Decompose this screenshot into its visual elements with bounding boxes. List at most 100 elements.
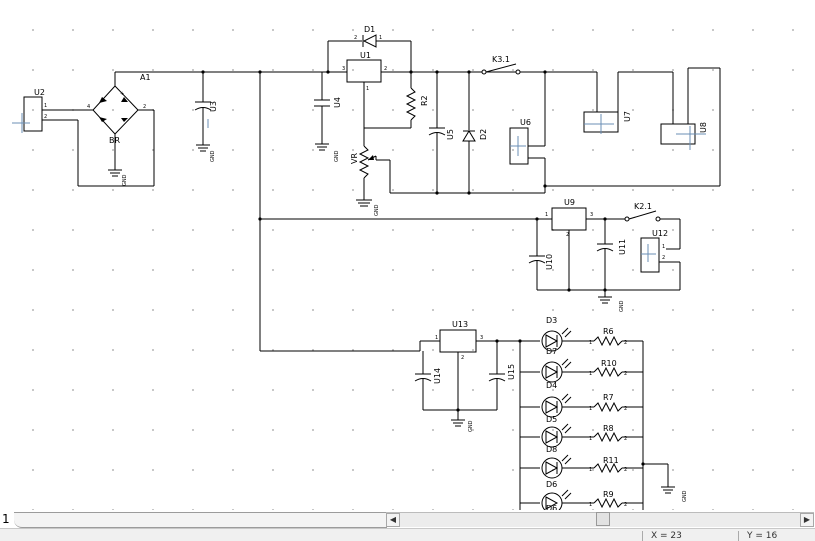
capacitor-u11[interactable]: U11: [596, 219, 627, 290]
d4-label: D4: [546, 381, 557, 390]
component-u12[interactable]: U12 1 2: [640, 229, 668, 273]
u8-label: U8: [699, 122, 708, 133]
gnd-br: GND: [122, 174, 128, 186]
d2-label: D2: [479, 129, 488, 140]
schematic-svg: U2 1 2 + 4 2 BR GND A1 U3 GND: [12, 25, 721, 510]
r6-label: R6: [603, 327, 614, 336]
u9-label: U9: [564, 198, 575, 207]
svg-text:2: 2: [354, 35, 357, 41]
u6-label: U6: [520, 118, 531, 127]
led-row-3[interactable]: R7 1 2 D5: [520, 393, 643, 424]
led-row-4[interactable]: R8 1 2 D8: [520, 423, 643, 454]
capacitor-u14[interactable]: U14: [414, 351, 442, 410]
svg-text:1: 1: [379, 35, 382, 41]
svg-text:1: 1: [366, 86, 369, 92]
u11-label: U11: [618, 239, 627, 255]
resistor-r2[interactable]: R2: [405, 72, 429, 128]
r7-label: R7: [603, 393, 614, 402]
u1-label: U1: [360, 51, 371, 60]
net-label-a1: A1: [140, 73, 151, 82]
svg-text:1: 1: [662, 244, 665, 250]
capacitor-u3[interactable]: U3: [194, 72, 218, 145]
svg-text:1: 1: [589, 467, 592, 473]
svg-text:2: 2: [566, 232, 569, 238]
d3-label: D3: [546, 316, 557, 325]
d8-label: D8: [546, 445, 557, 454]
component-u8[interactable]: U8: [660, 122, 708, 150]
u4-label: U4: [333, 97, 342, 108]
svg-text:GND: GND: [682, 490, 688, 502]
svg-text:3: 3: [590, 212, 593, 218]
r2-label: R2: [420, 95, 429, 106]
k3-1-label: K3.1: [492, 55, 510, 64]
capacitor-u5[interactable]: U5: [428, 72, 455, 193]
scrollbar-thumb[interactable]: [596, 512, 610, 526]
led-row-6[interactable]: R9 1 2 D6: [520, 489, 643, 510]
schematic-canvas[interactable]: U2 1 2 + 4 2 BR GND A1 U3 GND: [0, 0, 815, 510]
svg-text:1: 1: [589, 340, 592, 346]
regulator-u1[interactable]: U1 3 2 1: [342, 51, 387, 92]
vr-label: VR: [350, 153, 359, 164]
r9-label: R9: [603, 490, 614, 499]
diode-d1[interactable]: D1 2 1: [328, 25, 411, 48]
sheet-tab-strip: [14, 512, 387, 528]
k2-1-label: K2.1: [634, 202, 652, 211]
svg-text:2: 2: [624, 371, 627, 377]
u3-label: U3: [209, 101, 218, 112]
svg-text:3: 3: [480, 335, 483, 341]
scroll-right-icon[interactable]: ▶: [800, 513, 814, 527]
variable-resistor-vr[interactable]: VR: [350, 128, 377, 200]
svg-text:2: 2: [624, 340, 627, 346]
r8-label: R8: [603, 424, 614, 433]
d7-label: D7: [546, 347, 557, 356]
capacitor-u15[interactable]: U15: [488, 341, 516, 410]
svg-text:1: 1: [589, 406, 592, 412]
component-u6[interactable]: U6: [509, 118, 531, 165]
svg-text:3: 3: [342, 66, 345, 72]
cursor-x-readout: X = 23: [642, 531, 738, 541]
d6b-label: D6: [546, 504, 557, 510]
svg-text:1: 1: [44, 103, 47, 109]
led-row-5[interactable]: R11 1 2 D6: [520, 454, 643, 489]
svg-text:2: 2: [662, 255, 665, 261]
svg-text:2: 2: [143, 104, 146, 110]
relay-contact-k2-1[interactable]: K2.1: [624, 202, 661, 222]
u2-label: U2: [34, 88, 45, 97]
scroll-left-icon[interactable]: ◀: [386, 513, 400, 527]
r10-label: R10: [601, 359, 617, 368]
svg-text:2: 2: [624, 406, 627, 412]
led-row-1[interactable]: D3 R6 1 2 D7: [520, 316, 643, 356]
bridge-rectifier-br[interactable]: + 4 2 BR: [87, 85, 146, 145]
component-u7[interactable]: U7: [583, 111, 632, 134]
capacitor-u4[interactable]: U4: [314, 72, 342, 144]
status-bar: X = 23 Y = 16: [0, 528, 815, 541]
sheet-tab-1[interactable]: 1: [2, 512, 10, 526]
svg-text:GND: GND: [468, 420, 474, 432]
cursor-y-readout: Y = 16: [738, 531, 815, 541]
svg-text:1: 1: [435, 335, 438, 341]
svg-text:2: 2: [624, 502, 627, 508]
diode-d2[interactable]: D2: [462, 72, 488, 193]
svg-text:GND: GND: [374, 204, 380, 216]
svg-text:1: 1: [589, 502, 592, 508]
svg-text:2: 2: [461, 355, 464, 361]
bottom-bar: 1 ◀ ▶ X = 23 Y = 16: [0, 510, 815, 541]
d6-label: D6: [546, 480, 557, 489]
svg-text:2: 2: [624, 436, 627, 442]
u14-label: U14: [433, 368, 442, 384]
u7-label: U7: [623, 111, 632, 122]
u13-label: U13: [452, 320, 468, 329]
regulator-u13[interactable]: U13 1 3 2: [435, 320, 483, 361]
led-row-2[interactable]: R10 1 2 D4: [520, 358, 643, 390]
u5-label: U5: [446, 129, 455, 140]
svg-text:2: 2: [384, 66, 387, 72]
svg-text:2: 2: [44, 114, 47, 120]
relay-contact-k3-1[interactable]: K3.1: [481, 55, 521, 75]
connector-u2[interactable]: U2 1 2: [12, 88, 78, 133]
svg-text:1: 1: [589, 436, 592, 442]
capacitor-u10[interactable]: U10: [528, 219, 554, 290]
r11-label: R11: [603, 456, 619, 465]
svg-text:GND: GND: [334, 150, 340, 162]
u15-label: U15: [507, 364, 516, 380]
svg-text:2: 2: [624, 467, 627, 473]
